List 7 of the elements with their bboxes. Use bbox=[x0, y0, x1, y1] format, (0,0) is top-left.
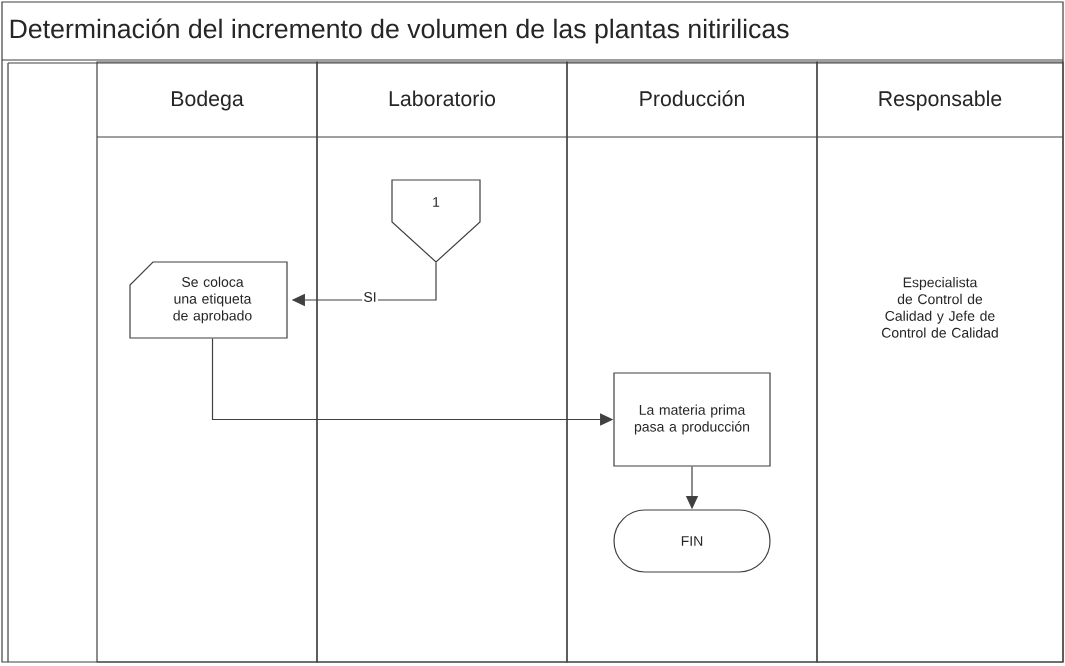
terminal-box: FIN bbox=[613, 509, 771, 573]
swimlane: Responsable Especialista de Control de Calidad y Jefe de Control de Calidad bbox=[816, 61, 1064, 663]
off-page-connector: 1 bbox=[391, 179, 481, 263]
card-box: Se coloca una etiqueta de aprobado bbox=[129, 261, 288, 339]
process-box: La materia prima pasa a producción bbox=[613, 372, 771, 467]
edge-label: SI bbox=[362, 290, 378, 304]
title: Determinación del incremento de volumen de las plantas nitirilicas bbox=[10, 18, 789, 44]
